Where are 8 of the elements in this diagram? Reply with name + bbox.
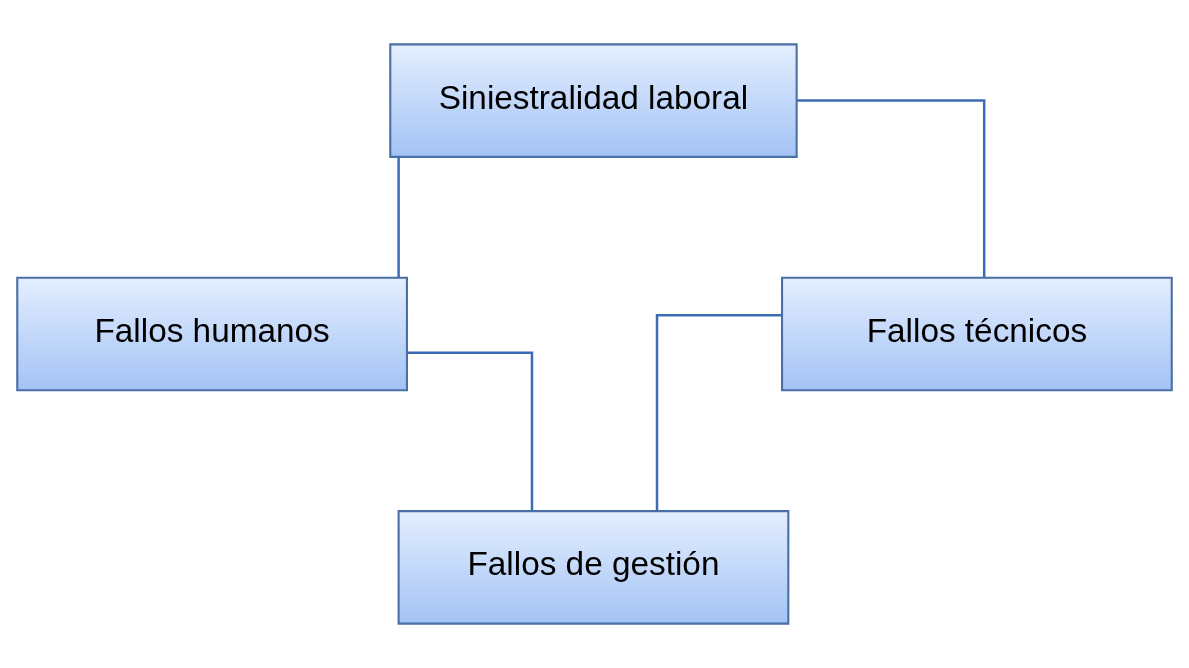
connector xyxy=(397,157,400,278)
connector xyxy=(796,99,986,278)
node-box: Siniestralidad laboral xyxy=(389,43,798,158)
node-box: Fallos humanos xyxy=(16,276,408,392)
connector xyxy=(407,351,534,511)
connector xyxy=(655,314,782,511)
node-box: Fallos técnicos xyxy=(781,276,1173,392)
node-box: Fallos de gestión xyxy=(397,510,790,625)
